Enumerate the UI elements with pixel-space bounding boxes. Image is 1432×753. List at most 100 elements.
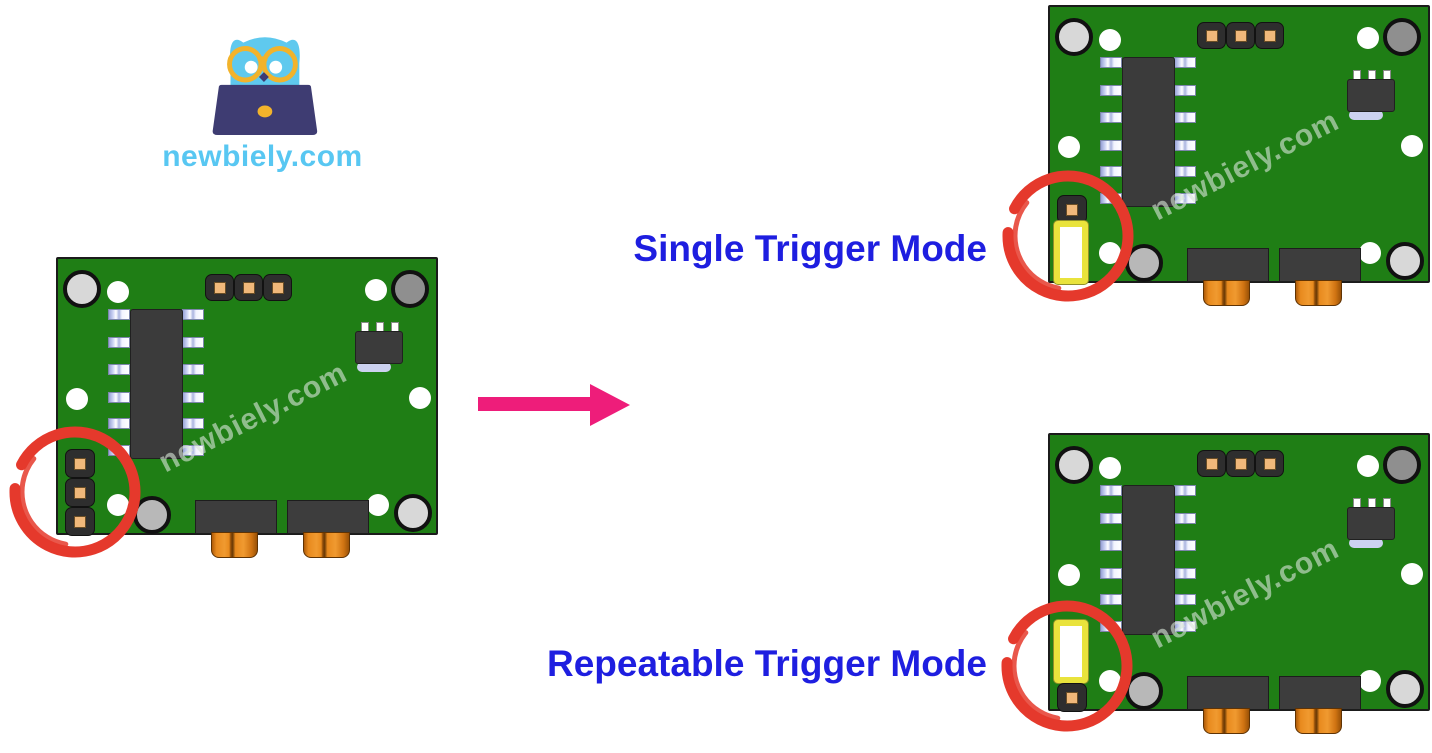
header-pin [1197,22,1226,49]
glasses-right-ring [261,46,298,83]
pin-pad [1234,29,1247,42]
logo-site-text: newbiely.com [162,140,363,173]
mounting-hole [1125,672,1163,710]
board-hole [1099,670,1121,692]
pin-pad [271,281,284,294]
ic-pin [1100,112,1122,123]
smd-transistor [1347,507,1395,540]
pir-sensor-board-unset: newbiely.com [56,257,438,558]
mounting-hole [133,496,171,534]
ic-pin [182,309,204,320]
potentiometer [1187,248,1269,282]
mounting-hole [63,270,101,308]
pin-pad [1066,691,1078,704]
ic-pin [1174,568,1196,579]
ic-pin [1100,85,1122,96]
right-arrow-icon [478,384,630,426]
board-hole [1058,564,1080,586]
mounting-hole [391,270,429,308]
board-hole [1401,135,1423,157]
ic-pin [1100,485,1122,496]
ic-pin [1174,112,1196,123]
ic-pin [108,364,130,375]
ic-pin [1174,57,1196,68]
smd-transistor [1347,79,1395,112]
jumper-cap [1054,221,1088,284]
ic-pin [108,418,130,429]
board-hole [1099,29,1121,51]
header-pin [1255,450,1284,477]
mounting-hole [394,494,432,532]
mounting-hole [1383,18,1421,56]
potentiometer-knob [1203,280,1250,306]
owl-laptop-icon [212,37,318,136]
jumper-pin [65,478,95,507]
transistor-pad [1349,110,1383,120]
ic-pin [182,392,204,403]
pin-pad [74,457,86,470]
transistor-pad [1349,538,1383,548]
potentiometer [1279,248,1361,282]
jumper-pin [65,507,95,536]
potentiometer-knob [1203,708,1250,734]
potentiometer [195,500,277,534]
ic-pin [1100,57,1122,68]
header-pin [1255,22,1284,49]
ic-pin [1100,568,1122,579]
mounting-hole [1383,446,1421,484]
board-hole [1099,242,1121,264]
ic-pin [108,337,130,348]
board-hole [409,387,431,409]
board-hole [107,281,129,303]
jumper-pin [65,449,95,478]
mounting-hole [1125,244,1163,282]
header-pin [1197,450,1226,477]
ic-chip [1122,57,1175,207]
potentiometer-knob [211,532,258,558]
potentiometer [287,500,369,534]
transistor-pad [357,362,391,372]
pin-pad [74,515,86,528]
header-pin [1226,450,1255,477]
board-hole [1401,563,1423,585]
header-pin [263,274,292,301]
laptop-logo-dot [257,105,273,118]
pin-pad [74,486,86,499]
board-hole [1058,136,1080,158]
ic-pin [1174,140,1196,151]
ic-pin [108,392,130,403]
ic-pin [108,309,130,320]
ic-pin [1174,485,1196,496]
glasses-left-ring [227,46,264,83]
board-hole [66,388,88,410]
owl-beak [259,72,269,82]
header-pin [205,274,234,301]
ic-pin [182,337,204,348]
ic-chip [130,309,183,459]
pir-sensor-board-single-trigger: newbiely.com [1048,5,1430,306]
mounting-hole [1055,446,1093,484]
board-hole [1359,670,1381,692]
ic-pin [1100,513,1122,524]
pin-header-3pin [1197,22,1284,49]
repeatable-trigger-mode-label: Repeatable Trigger Mode [547,643,987,684]
ic-pin [1100,140,1122,151]
potentiometer [1187,676,1269,710]
ic-pin [1100,193,1122,204]
potentiometer-knob [1295,280,1342,306]
ic-pin [1100,594,1122,605]
jumper-pin [1057,683,1087,712]
board-hole [1359,242,1381,264]
owl-right-eye [269,60,283,74]
pin-pad [1205,457,1218,470]
jumper-cap [1054,620,1088,683]
ic-pin [1174,85,1196,96]
pin-pad [242,281,255,294]
ic-chip [1122,485,1175,635]
board-hole [365,279,387,301]
potentiometer-knob [1295,708,1342,734]
pin-pad [213,281,226,294]
newbiely-logo: newbiely.com [160,20,365,174]
ic-pin [1174,513,1196,524]
glasses-bridge [257,56,268,63]
